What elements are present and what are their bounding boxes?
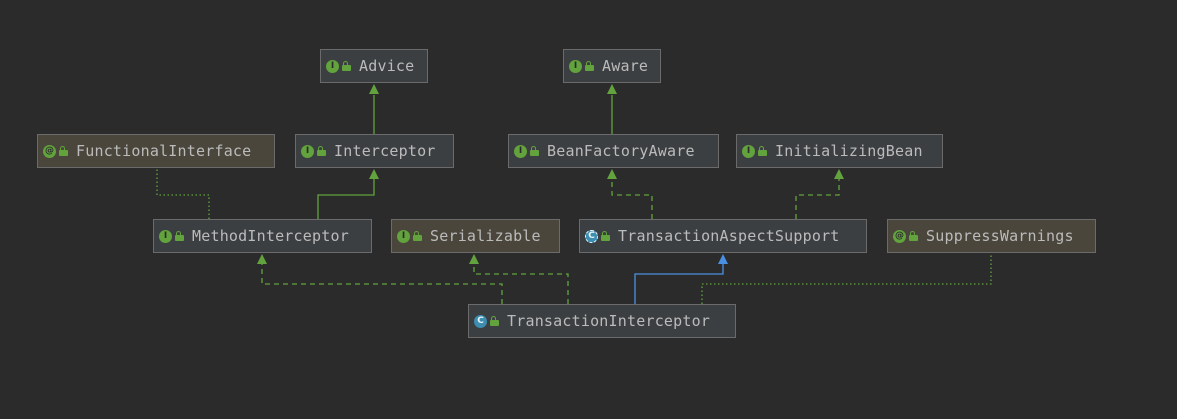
public-lock-icon — [909, 231, 918, 241]
public-lock-icon — [585, 61, 594, 71]
arrowhead-beanfactoryaware — [607, 169, 617, 179]
public-lock-icon — [413, 231, 422, 241]
node-initializing-bean[interactable]: I InitializingBean — [736, 134, 943, 168]
node-suppress-warnings[interactable]: @ SuppressWarnings — [887, 219, 1096, 253]
node-label: TransactionInterceptor — [507, 312, 711, 330]
annotation-icon: @ — [43, 144, 56, 158]
arrowhead-transactionaspectsupport — [718, 254, 728, 264]
public-lock-icon — [175, 231, 184, 241]
node-serializable[interactable]: I Serializable — [391, 219, 560, 253]
node-label: TransactionAspectSupport — [618, 227, 840, 245]
interface-icon: I — [514, 144, 527, 158]
public-lock-icon — [490, 316, 499, 326]
public-lock-icon — [530, 146, 539, 156]
public-lock-icon — [601, 231, 610, 241]
node-transaction-interceptor[interactable]: C TransactionInterceptor — [468, 304, 736, 338]
node-advice[interactable]: I Advice — [320, 49, 428, 83]
node-label: InitializingBean — [775, 142, 923, 160]
arrowhead-interceptor — [369, 169, 379, 179]
edge-tas-initializingbean — [795, 179, 840, 219]
arrowhead-serializable — [469, 254, 479, 264]
public-lock-icon — [59, 146, 68, 156]
node-transaction-aspect-support[interactable]: C TransactionAspectSupport — [579, 219, 867, 253]
interface-icon: I — [569, 59, 582, 73]
arrowhead-methodinterceptor — [257, 254, 267, 264]
edge-ti-suppresswarnings — [701, 254, 992, 304]
interface-icon: I — [397, 229, 410, 243]
node-functional-interface[interactable]: @ FunctionalInterface — [37, 134, 275, 168]
edge-methodinterceptor-functionalinterface — [156, 169, 210, 219]
node-label: FunctionalInterface — [76, 142, 252, 160]
annotation-icon: @ — [893, 229, 906, 243]
arrowhead-aware — [607, 84, 617, 94]
arrowhead-advice — [369, 84, 379, 94]
node-label: Advice — [359, 57, 415, 75]
arrowhead-initializingbean — [834, 169, 844, 179]
node-label: Aware — [602, 57, 649, 75]
edge-methodinterceptor-interceptor — [317, 179, 375, 219]
node-interceptor[interactable]: I Interceptor — [295, 134, 454, 168]
interface-icon: I — [159, 229, 172, 243]
node-label: SuppressWarnings — [926, 227, 1074, 245]
interface-icon: I — [326, 59, 339, 73]
edge-ti-tas — [634, 264, 724, 304]
public-lock-icon — [758, 146, 767, 156]
class-icon: C — [474, 314, 487, 328]
public-lock-icon — [342, 61, 351, 71]
edge-tas-beanfactoryaware — [611, 179, 653, 219]
edge-ti-methodinterceptor — [261, 264, 503, 304]
interface-icon: I — [301, 144, 314, 158]
node-label: Serializable — [430, 227, 541, 245]
node-label: Interceptor — [334, 142, 436, 160]
interface-icon: I — [742, 144, 755, 158]
node-label: MethodInterceptor — [192, 227, 349, 245]
node-bean-factory-aware[interactable]: I BeanFactoryAware — [508, 134, 719, 168]
edge-ti-serializable — [473, 264, 569, 304]
node-method-interceptor[interactable]: I MethodInterceptor — [153, 219, 372, 253]
public-lock-icon — [317, 146, 326, 156]
node-label: BeanFactoryAware — [547, 142, 695, 160]
abstract-class-icon: C — [585, 229, 598, 243]
node-aware[interactable]: I Aware — [563, 49, 661, 83]
